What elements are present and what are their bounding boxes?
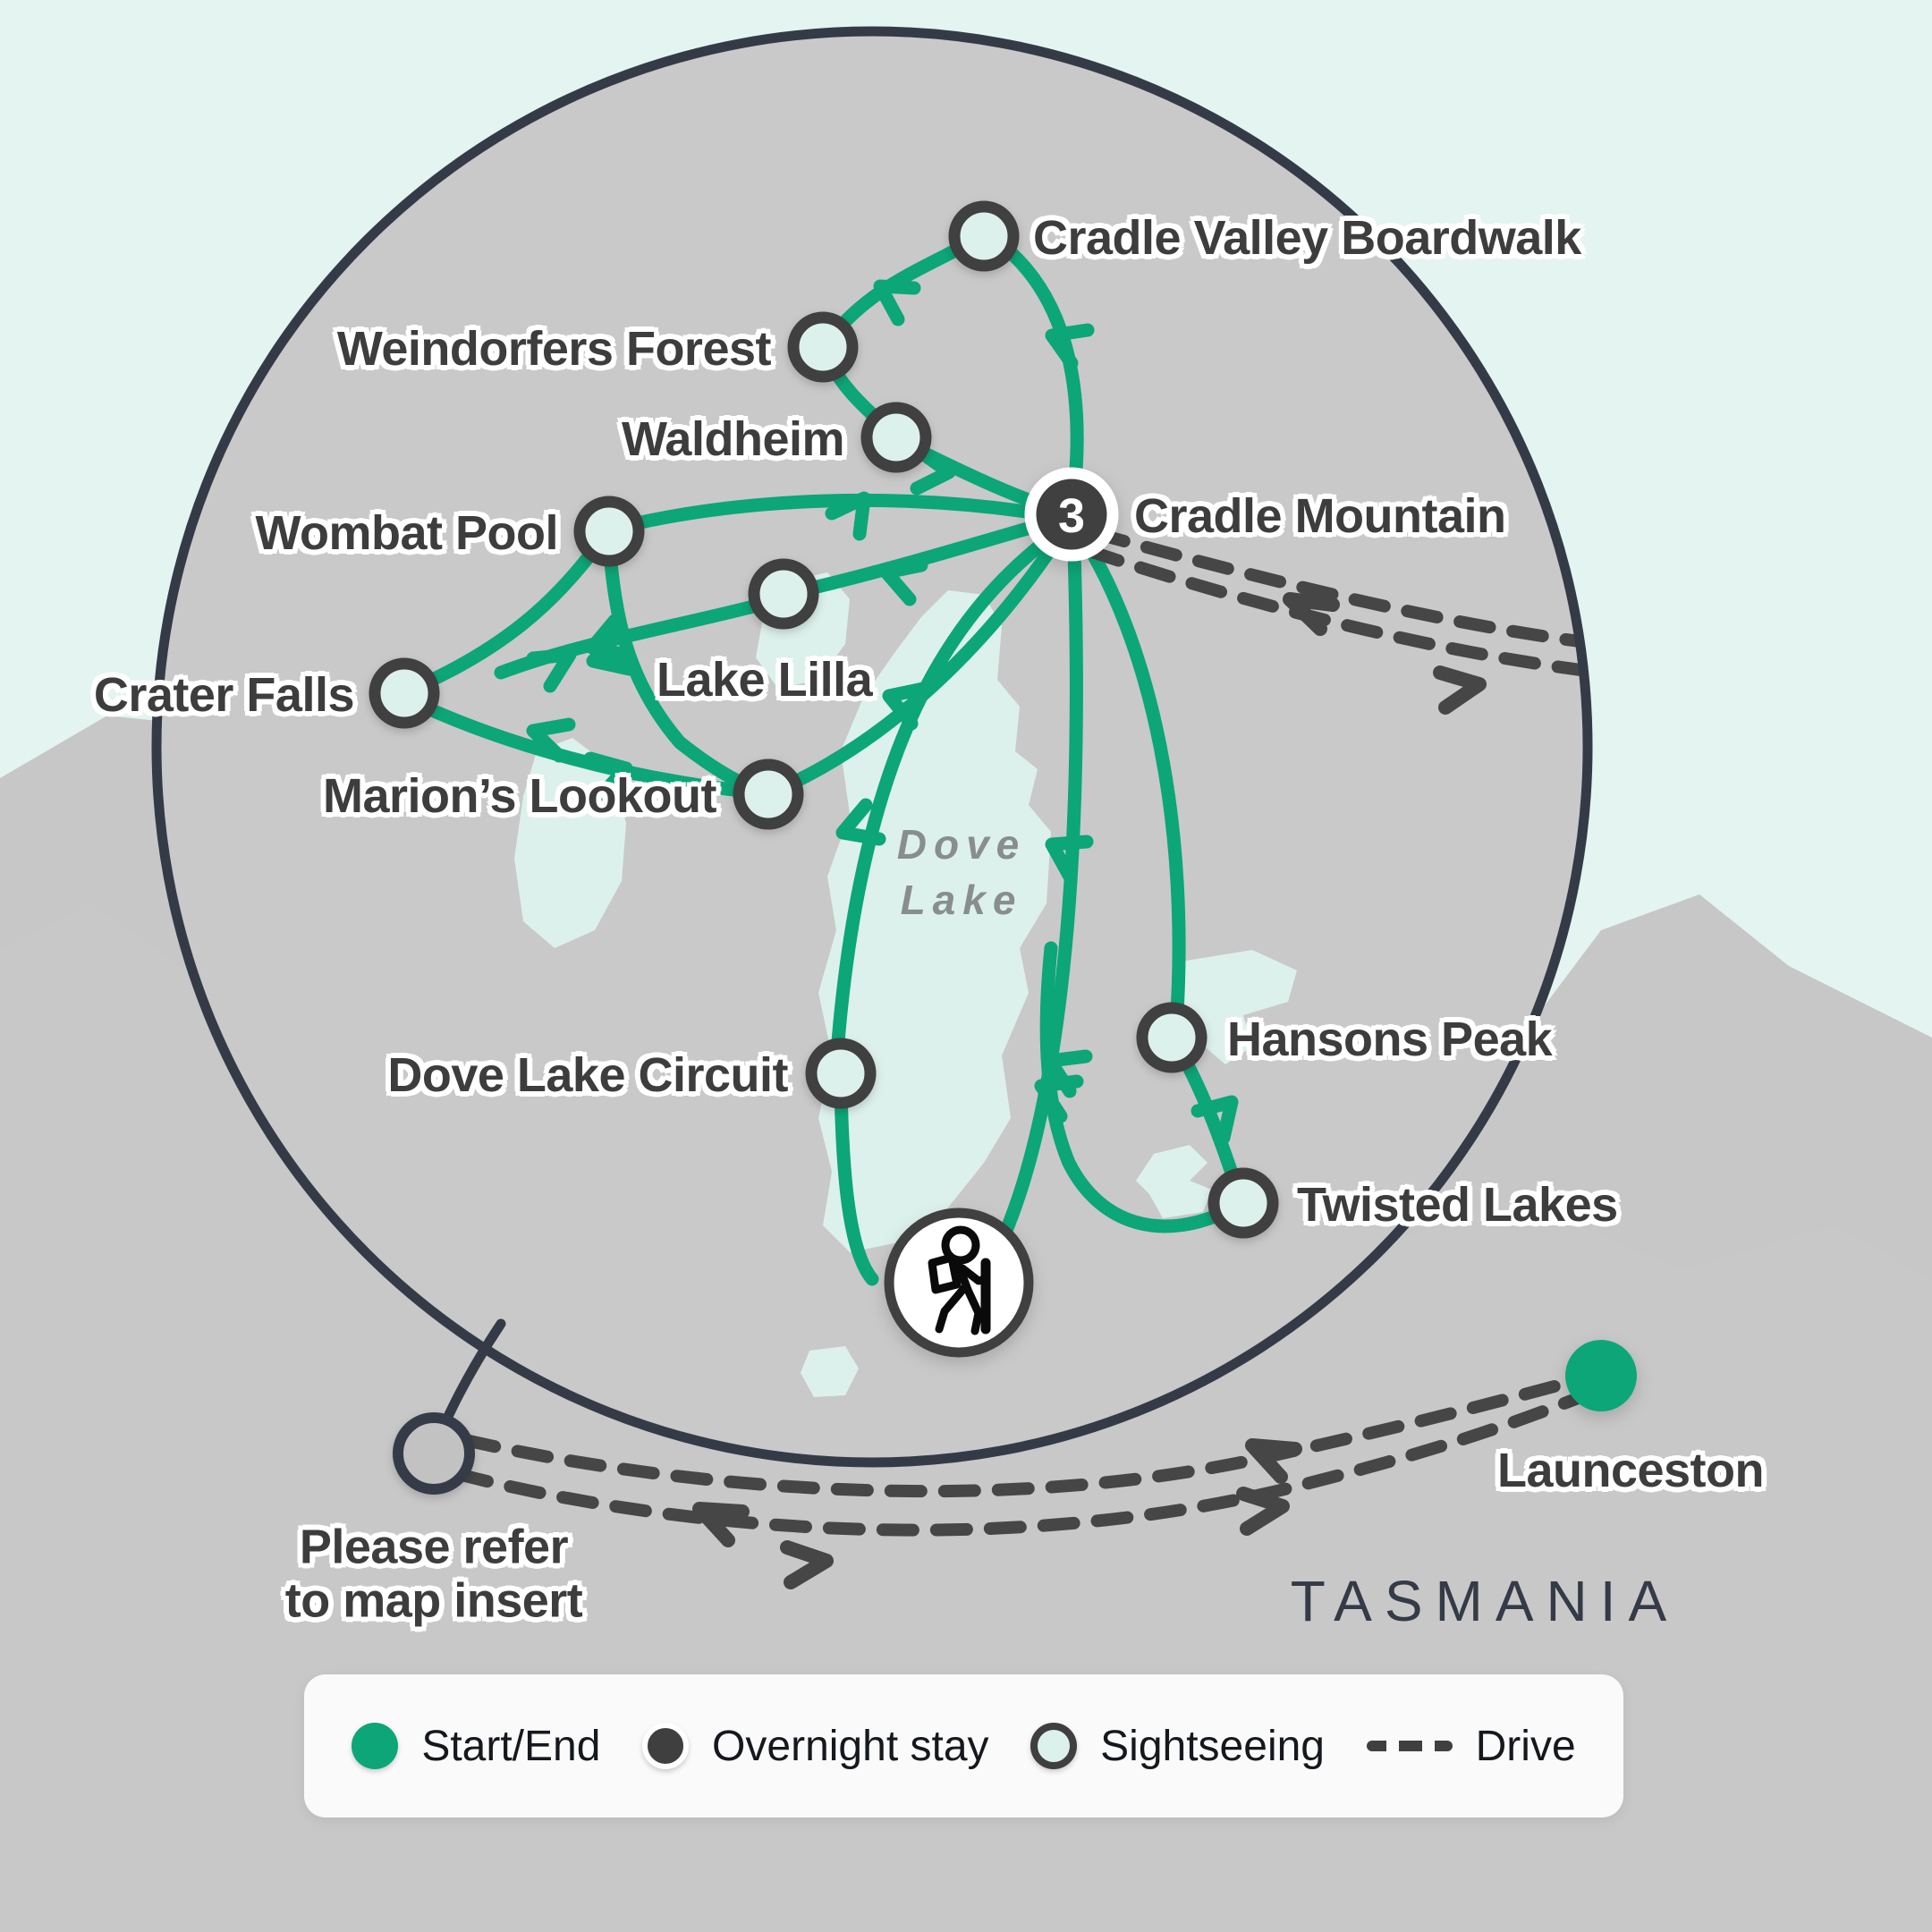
hiker-icon xyxy=(928,1225,991,1335)
route-marions-hub xyxy=(773,519,1073,796)
small-tarn-waterbody xyxy=(801,1346,859,1397)
node-weindorfers-forest[interactable] xyxy=(787,311,859,383)
map-nodes: 3 xyxy=(369,200,1637,1495)
drive-in-launceston xyxy=(452,1389,1591,1537)
legend-item-sightseeing[interactable]: Sightseeing xyxy=(1030,1722,1325,1771)
dove-lake-line-2: Lake xyxy=(900,877,1023,923)
legend-label-start-end: Start/End xyxy=(421,1722,601,1770)
route-hub-dovelakecircuit xyxy=(829,519,1073,1072)
sightseeing-marker-icon xyxy=(1030,1723,1078,1769)
route-wombatpool-marions xyxy=(602,537,766,798)
label-crater-falls: Crater Falls xyxy=(93,667,355,722)
label-hansons-peak: Hansons Peak xyxy=(1227,1012,1553,1066)
park-circle-outline xyxy=(151,26,1593,1468)
insert-note-line-1: Please refer xyxy=(299,1520,569,1574)
drive-out-launceston xyxy=(459,1371,1594,1498)
legend-label-sightseeing: Sightseeing xyxy=(1100,1722,1325,1770)
park-circle xyxy=(151,26,1593,1468)
label-lake-lilla: Lake Lilla xyxy=(657,652,873,707)
legend-item-overnight-stay[interactable]: Overnight stay xyxy=(642,1722,989,1771)
legend-item-drive[interactable]: Drive xyxy=(1366,1722,1576,1771)
label-waldheim: Waldheim xyxy=(621,411,845,466)
drive-arrowheads-outer xyxy=(692,1438,1302,1589)
label-marions-lookout: Marion’s Lookout xyxy=(323,768,716,823)
drive-in-cradle xyxy=(1083,545,1588,679)
insert-note-line-2: to map insert xyxy=(284,1574,583,1628)
node-dove-lake-circuit[interactable] xyxy=(805,1038,877,1109)
route-arrowheads xyxy=(526,279,1239,1145)
start-end-marker-icon xyxy=(352,1723,399,1769)
drive-routes-outer xyxy=(452,1371,1594,1537)
twisted-lakes-waterbody xyxy=(1136,1145,1212,1218)
label-dove-lake-circuit: Dove Lake Circuit xyxy=(387,1047,788,1102)
hiker-marker[interactable] xyxy=(884,1208,1034,1358)
route-twistedlakes-return xyxy=(1039,941,1238,1233)
legend-label-overnight-stay: Overnight stay xyxy=(712,1722,989,1770)
node-launceston[interactable] xyxy=(1565,1340,1637,1411)
map-legend: Start/End Overnight stay Sightseeing Dri… xyxy=(304,1674,1623,1818)
node-cradle-valley-boardwalk[interactable] xyxy=(948,200,1020,272)
label-twisted-lakes: Twisted Lakes xyxy=(1297,1177,1618,1232)
node-crater-falls[interactable] xyxy=(369,657,440,729)
node-map-insert[interactable] xyxy=(393,1412,475,1495)
route-craterfalls-wombatpool xyxy=(410,533,608,694)
route-dovelakecircuit-bottom xyxy=(834,1079,879,1286)
node-wombat-pool[interactable] xyxy=(573,496,645,567)
route-craterfalls-marions xyxy=(409,696,766,800)
node-twisted-lakes[interactable] xyxy=(1208,1167,1279,1239)
route-hiker-hub-east xyxy=(981,519,1083,1275)
legend-label-drive: Drive xyxy=(1475,1722,1576,1770)
label-weindorfers-forest: Weindorfers Forest xyxy=(336,321,772,376)
label-wombat-pool: Wombat Pool xyxy=(255,505,559,560)
legend-item-start-end[interactable]: Start/End xyxy=(352,1722,600,1771)
overnight-stay-marker-icon xyxy=(642,1723,690,1769)
drive-out-cradle xyxy=(1089,527,1588,650)
dove-lake-waterbody xyxy=(818,590,1051,1252)
route-hub-hansonspeak xyxy=(1070,521,1186,1034)
label-tasmania: TASMANIA xyxy=(1290,1569,1680,1633)
node-hansons-peak[interactable] xyxy=(1136,1002,1208,1073)
label-cradle-mountain: Cradle Mountain xyxy=(1134,488,1506,543)
node-waldheim[interactable] xyxy=(860,402,932,473)
drive-routes-inner xyxy=(1083,527,1588,679)
label-launceston: Launceston xyxy=(1496,1443,1765,1497)
drive-arrowheads-inner xyxy=(1283,592,1487,715)
node-cradle-mountain[interactable]: 3 xyxy=(1024,467,1119,562)
hub-badge-number: 3 xyxy=(1058,489,1085,543)
node-lake-lilla[interactable] xyxy=(748,558,819,630)
dove-lake-line-1: Dove xyxy=(896,820,1027,868)
dashed-line-icon xyxy=(1366,1741,1453,1751)
node-marions-lookout[interactable] xyxy=(733,758,804,830)
label-cradle-valley-boardwalk: Cradle Valley Boardwalk xyxy=(1033,210,1581,265)
route-hub-wombatpool xyxy=(610,493,1068,535)
